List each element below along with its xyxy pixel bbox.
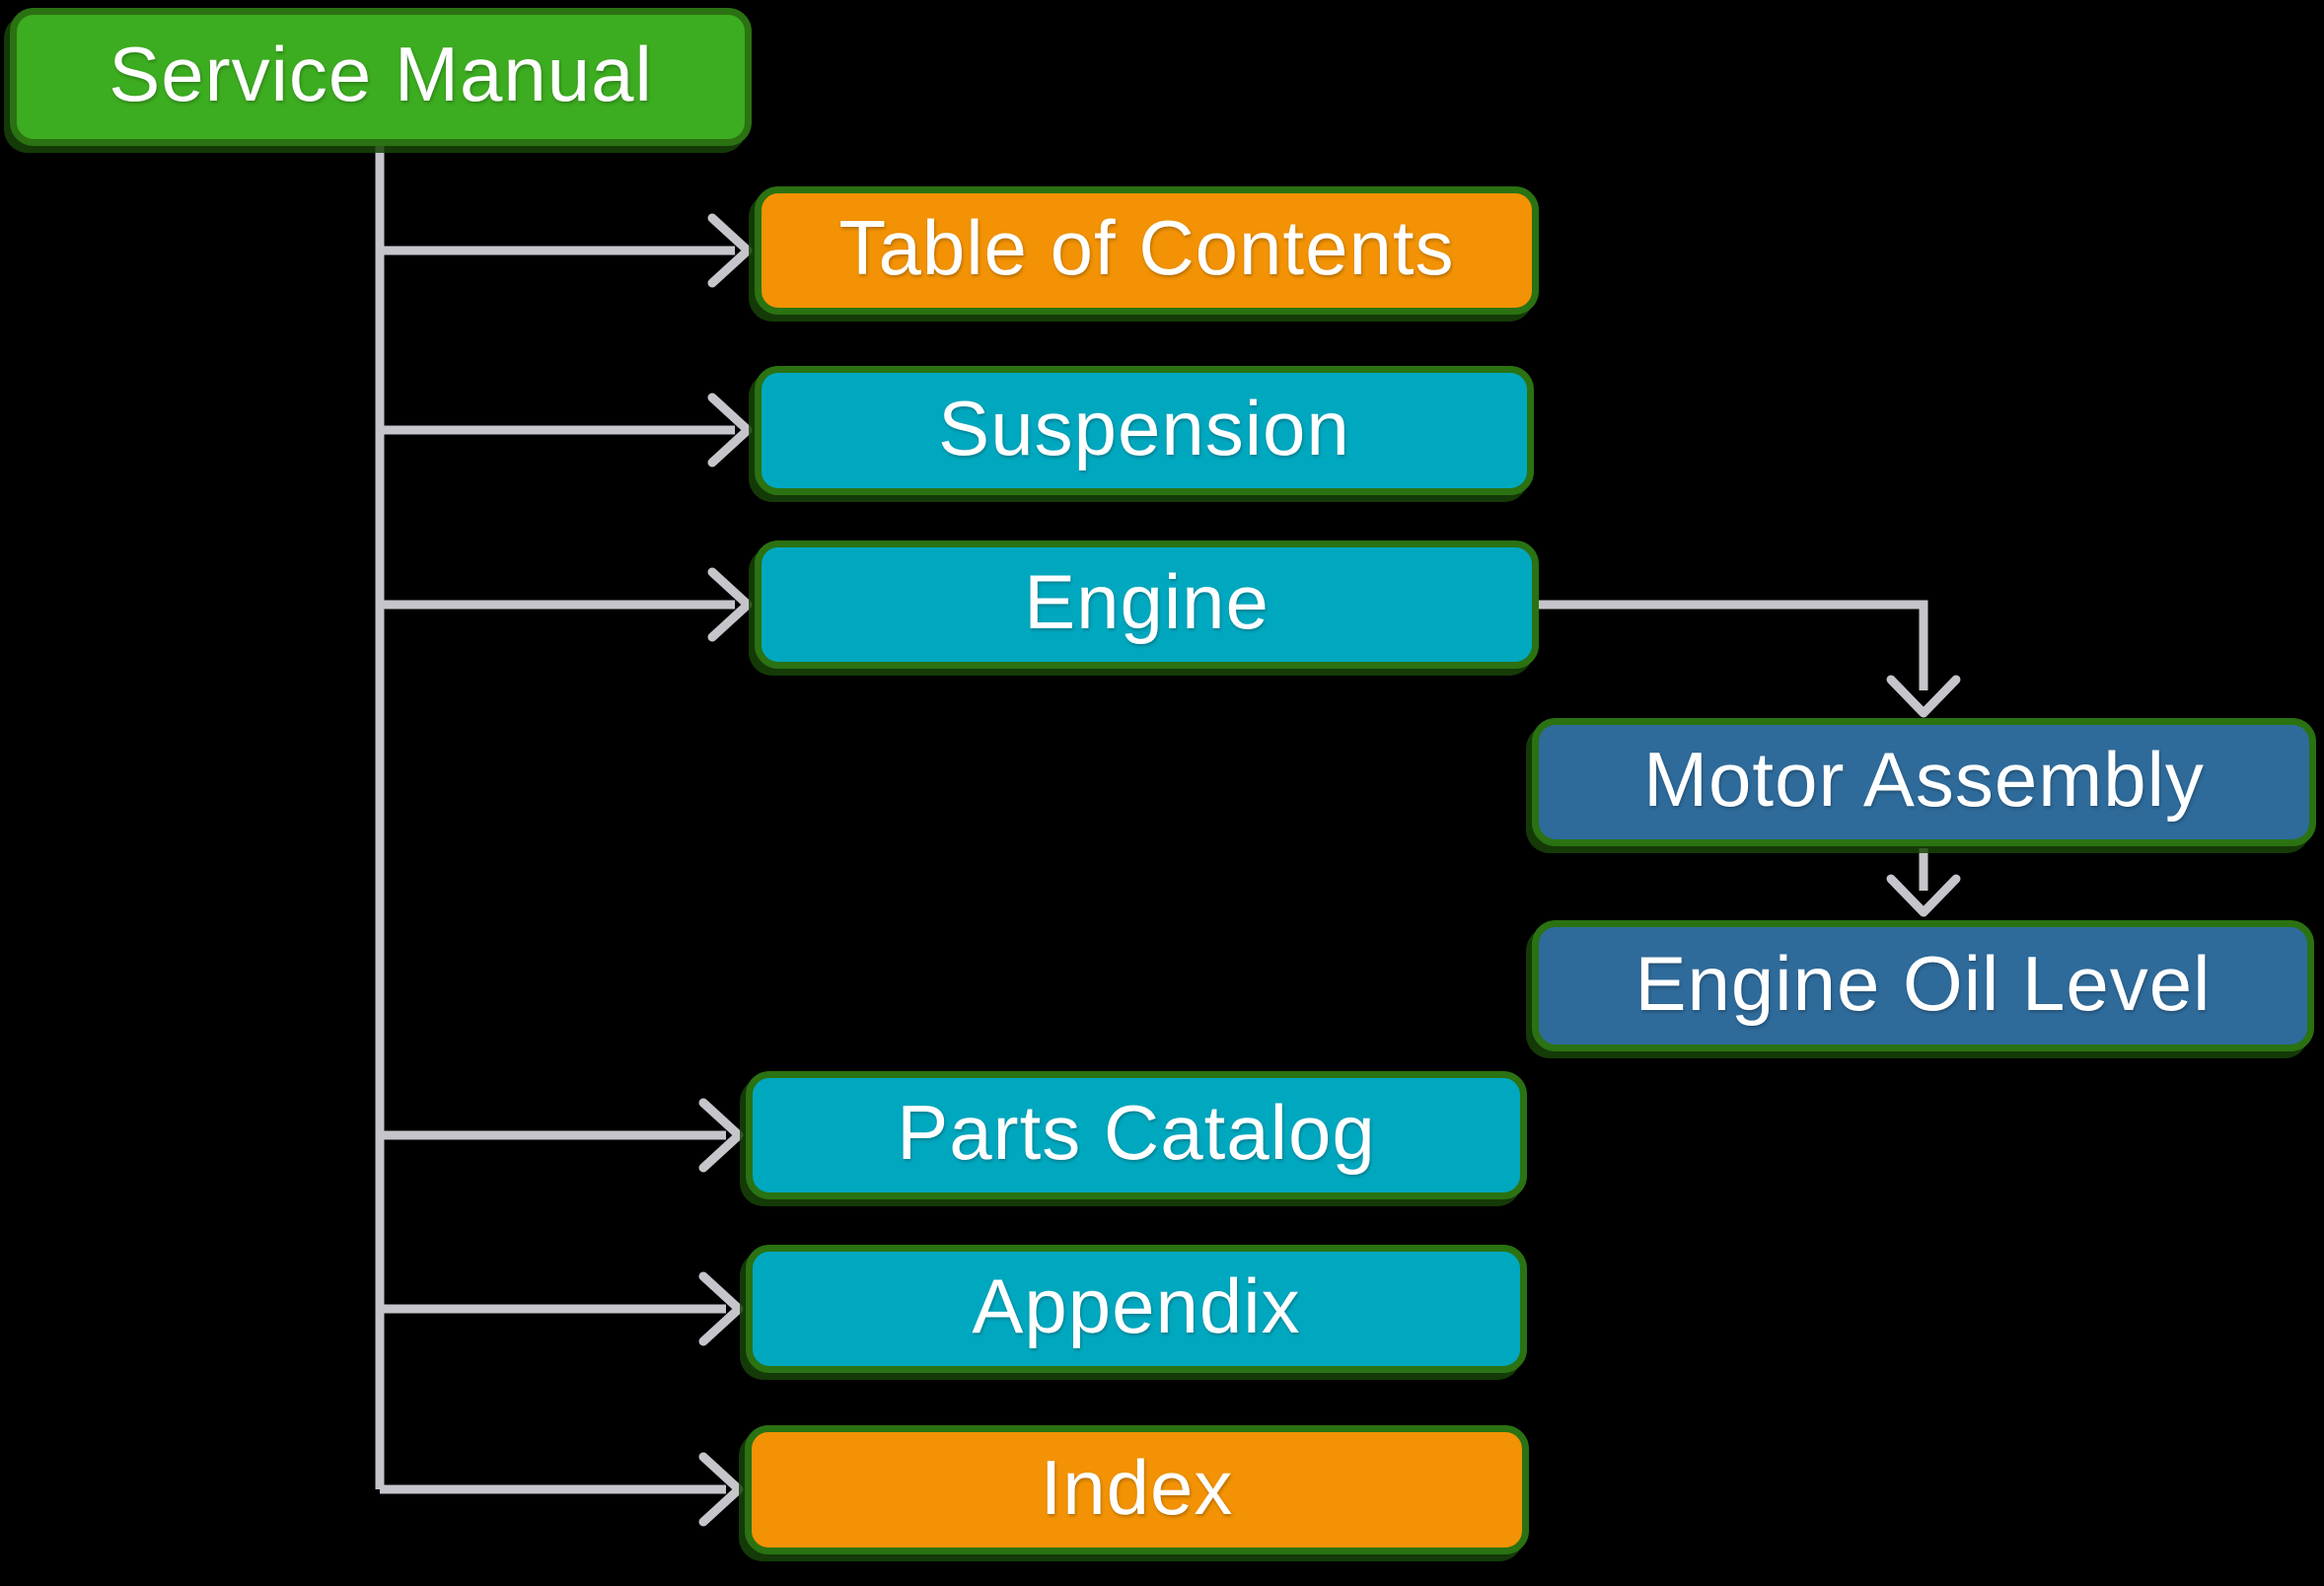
node-appendix-label: Appendix: [972, 1262, 1301, 1349]
node-engine-oil-level: Engine Oil Level: [1532, 920, 2314, 1051]
node-suspension-label: Suspension: [938, 384, 1350, 471]
node-service-manual: Service Manual: [10, 8, 752, 146]
node-index: Index: [745, 1425, 1529, 1554]
node-parts-catalog-label: Parts Catalog: [897, 1089, 1376, 1176]
node-appendix: Appendix: [746, 1245, 1527, 1373]
node-suspension: Suspension: [755, 366, 1534, 495]
node-engine-label: Engine: [1024, 558, 1270, 645]
arrowhead-engine-oil-level-icon: [1886, 874, 1961, 917]
node-parts-catalog: Parts Catalog: [746, 1071, 1527, 1199]
arrowhead-suspension-icon: [707, 393, 753, 468]
arrowhead-parts-catalog-icon: [698, 1098, 744, 1173]
node-engine: Engine: [755, 541, 1539, 669]
arrowhead-index-icon: [698, 1452, 744, 1527]
arrowhead-motor-assembly-icon: [1886, 675, 1961, 718]
edge-engine-to-motor-assembly-line: [1539, 600, 1928, 690]
node-motor-assembly: Motor Assembly: [1532, 718, 2316, 846]
node-index-label: Index: [1040, 1443, 1234, 1531]
arrowhead-appendix-icon: [698, 1271, 744, 1346]
node-motor-assembly-label: Motor Assembly: [1643, 736, 2205, 823]
arrowheads: [698, 213, 1961, 1527]
node-engine-oil-level-label: Engine Oil Level: [1634, 939, 2212, 1027]
arrowhead-table-of-contents-icon: [707, 213, 753, 288]
node-table-of-contents-label: Table of Contents: [838, 204, 1455, 291]
node-service-manual-label: Service Manual: [109, 31, 653, 117]
connectors-group: [375, 146, 1961, 1527]
node-table-of-contents: Table of Contents: [755, 186, 1539, 315]
arrowhead-engine-icon: [707, 567, 753, 642]
